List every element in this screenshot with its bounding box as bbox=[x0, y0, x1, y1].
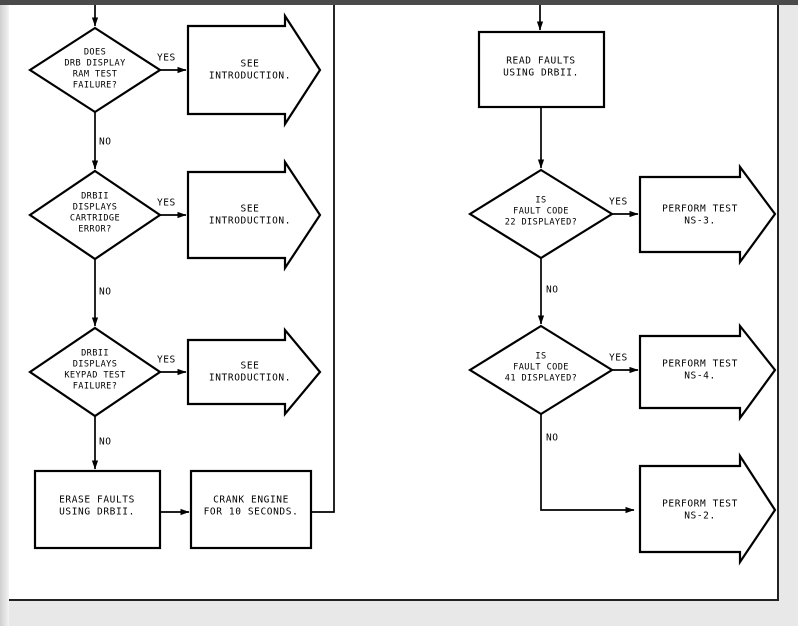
arrow-node-a6-line-1: PERFORM TEST bbox=[662, 499, 738, 510]
edge-label-no-4: NO bbox=[546, 285, 558, 296]
decision-node-d5-line-1: IS bbox=[535, 352, 546, 362]
process-node-p1-line-1: ERASE FAULTS bbox=[59, 495, 135, 506]
process-node-p2-line-1: CRANK ENGINE bbox=[213, 495, 289, 506]
arrow-node-a4-line-1: PERFORM TEST bbox=[662, 204, 738, 215]
decision-node-d5-line-2: FAULT CODE bbox=[513, 363, 569, 373]
decision-node-d1-line-4: FAILURE? bbox=[73, 81, 118, 91]
process-node-p3 bbox=[477, 30, 606, 109]
arrow-node-a3-line-1: SEE bbox=[241, 361, 260, 372]
arrow-node-a6 bbox=[638, 452, 777, 566]
edge-label-yes-5: YES bbox=[609, 353, 628, 364]
edge-label-no-2: NO bbox=[99, 287, 111, 298]
arrow-node-a5-line-1: PERFORM TEST bbox=[662, 359, 738, 370]
arrow-node-a1 bbox=[186, 12, 322, 128]
decision-node-d2-line-4: ERROR? bbox=[78, 225, 111, 235]
arrow-node-a1-line-1: SEE bbox=[241, 59, 260, 70]
decision-node-d4-line-2: FAULT CODE bbox=[513, 207, 569, 217]
edge-p2-return-connector bbox=[311, 5, 335, 513]
process-node-p2-line-2: FOR 10 SECONDS. bbox=[204, 507, 299, 518]
arrow-node-a3 bbox=[186, 326, 322, 418]
edge-label-yes-4: YES bbox=[609, 197, 628, 208]
process-node-p1 bbox=[33, 469, 162, 550]
process-node-p3-line-2: USING DRBII. bbox=[503, 68, 579, 79]
arrow-node-a2-line-2: INTRODUCTION. bbox=[209, 216, 291, 227]
page-sheet: DOES DRB DISPLAY RAM TEST FAILURE? YES S… bbox=[9, 5, 779, 601]
arrow-node-a2 bbox=[186, 158, 322, 272]
decision-node-d1-line-3: RAM TEST bbox=[73, 70, 118, 80]
decision-node-d1-line-2: DRB DISPLAY bbox=[64, 59, 126, 69]
flowchart-canvas: DOES DRB DISPLAY RAM TEST FAILURE? YES S… bbox=[9, 5, 777, 599]
edge-label-no-1: NO bbox=[99, 137, 111, 148]
decision-node-d5-line-3: 41 DISPLAYED? bbox=[505, 374, 577, 384]
arrow-node-a4-line-2: NS-3. bbox=[684, 216, 716, 227]
arrow-node-a6-line-2: NS-2. bbox=[684, 511, 716, 522]
edge-label-yes-2: YES bbox=[157, 198, 176, 209]
decision-node-d3-line-3: KEYPAD TEST bbox=[64, 371, 125, 381]
arrow-node-a5 bbox=[638, 322, 777, 422]
decision-node-d1-line-1: DOES bbox=[84, 48, 106, 58]
arrow-node-a3-line-2: INTRODUCTION. bbox=[209, 373, 291, 384]
process-node-p1-line-2: USING DRBII. bbox=[59, 507, 135, 518]
decision-node-d2-line-1: DRBII bbox=[81, 192, 109, 202]
decision-node-d3-line-2: DISPLAYS bbox=[73, 360, 118, 370]
decision-node-d3-line-4: FAILURE? bbox=[73, 382, 118, 392]
decision-node-d4-line-3: 22 DISPLAYED? bbox=[505, 218, 577, 228]
edge-label-no-3: NO bbox=[99, 437, 111, 448]
edge-label-yes-1: YES bbox=[157, 53, 176, 64]
process-node-p3-line-1: READ FAULTS bbox=[506, 56, 576, 67]
arrow-node-a2-line-1: SEE bbox=[241, 204, 260, 215]
arrow-node-a4 bbox=[638, 163, 777, 266]
decision-node-d3-line-1: DRBII bbox=[81, 349, 109, 359]
arrow-node-a5-line-2: NS-4. bbox=[684, 371, 716, 382]
edge-no-d5 bbox=[540, 414, 635, 514]
edge-label-yes-3: YES bbox=[157, 355, 176, 366]
decision-node-d4-line-1: IS bbox=[535, 196, 546, 206]
process-node-p2 bbox=[189, 469, 313, 550]
flowchart-svg: DOES DRB DISPLAY RAM TEST FAILURE? YES S… bbox=[27, 5, 777, 566]
decision-node-d2-line-3: CARTRIDGE bbox=[70, 214, 120, 224]
window-top-bar bbox=[0, 0, 798, 5]
decision-node-d2-line-2: DISPLAYS bbox=[73, 203, 118, 213]
page-left-margin bbox=[0, 5, 9, 626]
edge-label-no-5: NO bbox=[546, 433, 558, 444]
arrow-node-a1-line-2: INTRODUCTION. bbox=[209, 71, 291, 82]
